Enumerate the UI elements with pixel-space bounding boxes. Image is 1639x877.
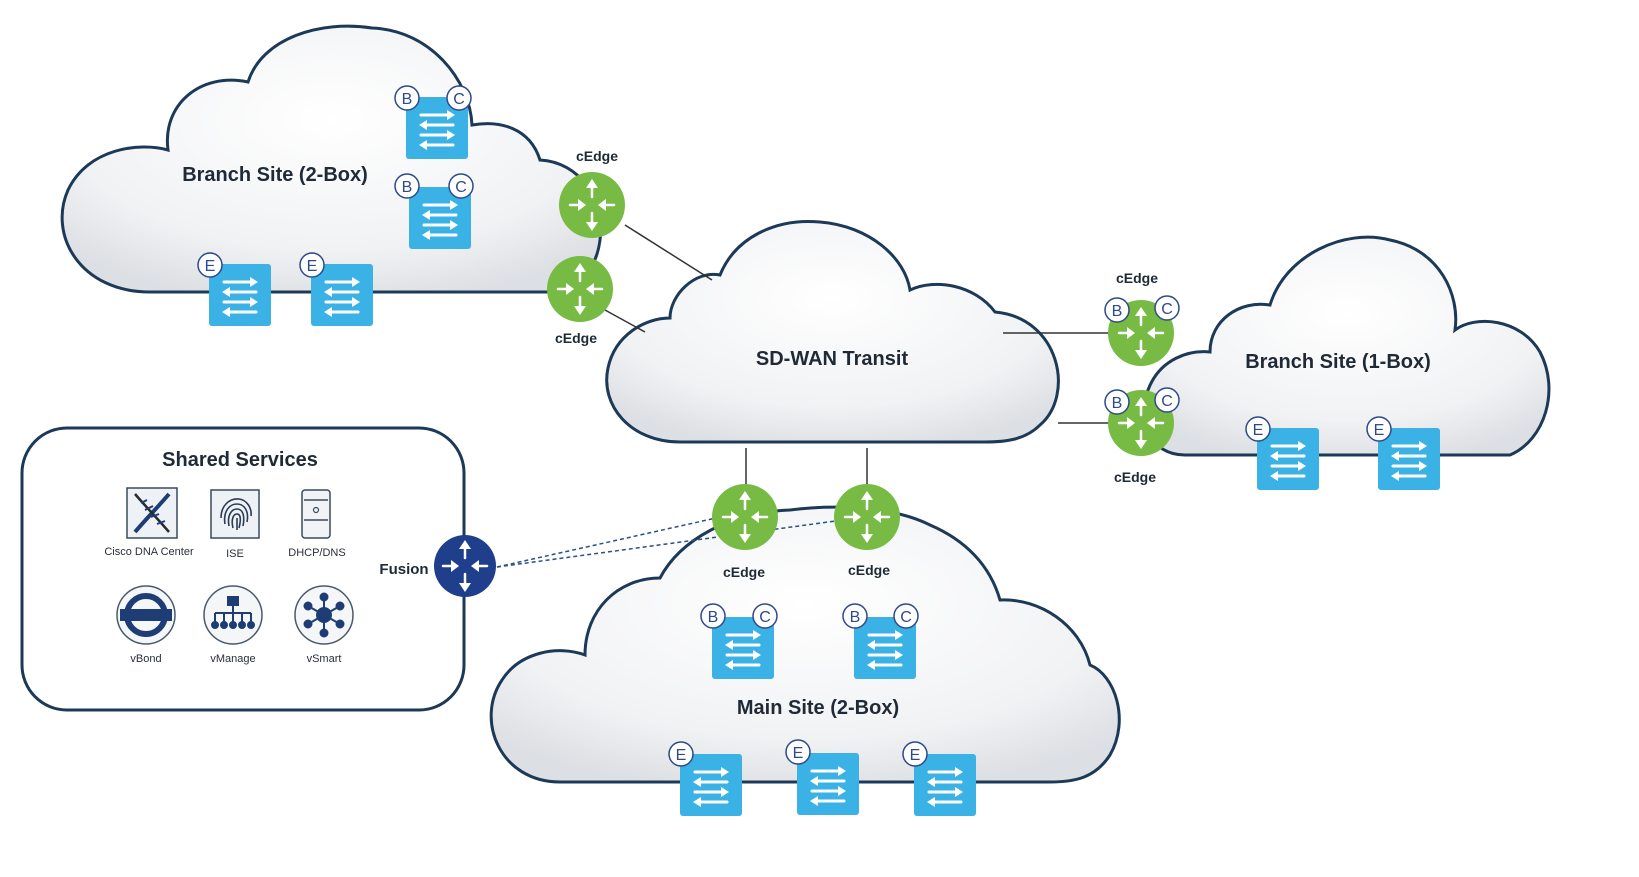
svg-text:C: C — [1161, 393, 1173, 410]
vsmart-icon — [294, 585, 354, 645]
server-icon — [301, 489, 331, 539]
svg-text:C: C — [900, 609, 912, 626]
control-badge: C — [448, 173, 474, 199]
svg-text:B: B — [708, 609, 719, 626]
control-badge: C — [446, 85, 472, 111]
switch-icon — [914, 754, 976, 816]
svg-text:E: E — [676, 747, 687, 764]
control-badge: C — [752, 603, 778, 629]
cedge-label: cEdge — [723, 564, 765, 580]
fusion-link-left — [496, 517, 717, 568]
cedge-label: cEdge — [1116, 270, 1158, 286]
vbond-label: vBond — [130, 653, 161, 665]
router-icon — [834, 484, 900, 550]
branch-2box-label: Branch Site (2-Box) — [182, 164, 368, 186]
svg-text:B: B — [402, 179, 413, 196]
switch-icon — [854, 617, 916, 679]
fusion-label: Fusion — [379, 561, 428, 578]
edge-badge: E — [197, 252, 223, 278]
links — [604, 224, 1110, 484]
cedge-label: cEdge — [1114, 469, 1156, 485]
dna-center-label: Cisco DNA Center — [104, 546, 194, 558]
shared-services-title: Shared Services — [162, 449, 318, 471]
svg-text:C: C — [759, 609, 771, 626]
vbond-icon — [116, 585, 176, 645]
switch-icon — [209, 264, 271, 326]
svg-text:B: B — [402, 91, 413, 108]
svg-text:E: E — [307, 258, 318, 275]
svg-text:E: E — [910, 747, 921, 764]
link-cedge2-transit — [604, 309, 646, 333]
vsmart-label: vSmart — [307, 653, 342, 665]
switch-icon — [409, 187, 471, 249]
router-icon — [712, 484, 778, 550]
dhcp-dns-label: DHCP/DNS — [288, 547, 345, 559]
cedge-label: cEdge — [576, 148, 618, 164]
switch-icon — [1257, 428, 1319, 490]
switch-icon — [311, 264, 373, 326]
border-badge: B — [700, 603, 726, 629]
fusion-link-right — [496, 519, 844, 568]
edge-badge: E — [668, 741, 694, 767]
main-2box-cloud — [489, 505, 1121, 784]
svg-text:C: C — [453, 91, 465, 108]
edge-badge: E — [1366, 416, 1392, 442]
control-badge: C — [1154, 295, 1180, 321]
switch-icon — [1378, 428, 1440, 490]
control-badge: C — [893, 603, 919, 629]
branch-1box-label: Branch Site (1-Box) — [1245, 351, 1431, 373]
edge-badge: E — [299, 252, 325, 278]
switch-icon — [797, 753, 859, 815]
edge-badge: E — [902, 741, 928, 767]
ise-label: ISE — [226, 548, 244, 560]
svg-text:E: E — [793, 745, 804, 762]
control-badge: C — [1154, 387, 1180, 413]
edge-badge: E — [785, 739, 811, 765]
border-badge: B — [1104, 389, 1130, 415]
router-icon — [547, 256, 613, 322]
svg-text:B: B — [850, 609, 861, 626]
ise-fingerprint-icon — [210, 489, 260, 539]
dna-center-icon — [126, 487, 178, 539]
svg-text:E: E — [1374, 422, 1385, 439]
router-icon — [559, 172, 625, 238]
vmanage-label: vManage — [210, 653, 255, 665]
sdwan-transit-label: SD-WAN Transit — [756, 348, 909, 370]
svg-text:E: E — [205, 258, 216, 275]
switch-icon — [680, 754, 742, 816]
svg-text:B: B — [1112, 395, 1123, 412]
border-badge: B — [842, 603, 868, 629]
branch-1box-cloud — [1141, 235, 1551, 457]
fusion-router-icon — [434, 535, 496, 597]
branch-2box-cloud — [60, 24, 603, 294]
switch-icon — [406, 97, 468, 159]
sdwan-transit-cloud — [605, 219, 1060, 444]
svg-text:C: C — [455, 179, 467, 196]
cedge-label: cEdge — [848, 562, 890, 578]
border-badge: B — [394, 85, 420, 111]
border-badge: B — [394, 173, 420, 199]
vmanage-icon — [203, 585, 263, 645]
svg-text:E: E — [1253, 422, 1264, 439]
svg-text:B: B — [1112, 303, 1123, 320]
cedge-label: cEdge — [555, 330, 597, 346]
link-cedge1-transit — [624, 224, 713, 281]
main-2box-label: Main Site (2-Box) — [737, 697, 899, 719]
switch-icon — [712, 617, 774, 679]
edge-badge: E — [1245, 416, 1271, 442]
svg-text:C: C — [1161, 301, 1173, 318]
border-badge: B — [1104, 297, 1130, 323]
fusion-links — [496, 517, 844, 568]
